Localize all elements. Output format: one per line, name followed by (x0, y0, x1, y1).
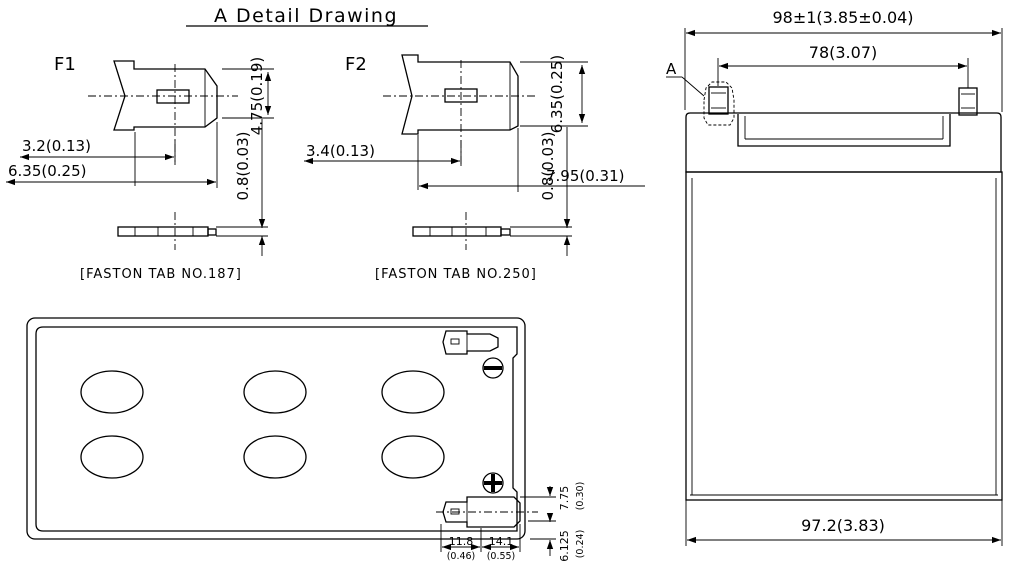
f2-tab-outline (401, 54, 519, 135)
dim-v-lower: 6.125 (558, 530, 571, 562)
vent-cap-2 (243, 370, 307, 414)
f1-caption: [FASTON TAB NO.187] (80, 267, 242, 282)
dim-terminal-left-in: (0.46) (447, 551, 476, 562)
battery-lid (685, 112, 1002, 173)
vent-cap-6 (381, 435, 445, 479)
f2-dim-thickness: 0.8(0.03) (539, 132, 557, 201)
top-view-outer-case (26, 317, 526, 540)
negative-terminal-top (442, 330, 499, 355)
lid-handle-recess (737, 114, 951, 147)
vent-cap-5 (243, 435, 307, 479)
f1-tab-edge-view (117, 226, 209, 237)
positive-polarity-icon (482, 472, 504, 494)
f2-tab-edge-view (412, 226, 502, 237)
f2-dim-length: 7.95(0.31) (546, 167, 625, 185)
f1-dim-width: 3.2(0.13) (22, 137, 91, 155)
f1-tab-hole (156, 89, 190, 104)
vent-cap-3 (381, 370, 445, 414)
f2-dim-width: 3.4(0.13) (306, 142, 375, 160)
dim-v-upper: 7.75 (558, 486, 571, 511)
f1-label: F1 (54, 54, 76, 75)
f1-tab-outline (113, 60, 218, 131)
negative-polarity-bar (484, 366, 502, 370)
f1-dim-length: 6.35(0.25) (8, 162, 87, 180)
f1-dim-thickness: 0.8(0.03) (234, 132, 252, 201)
f1-faston-tab-detail: F1 4.75(0.19) 3.2(0.13) 6.35(0.25) 0.8(0… (6, 54, 274, 282)
dim-terminal-right-in: (0.55) (487, 551, 516, 562)
vent-cap-4 (80, 435, 144, 479)
dim-v-lower-in: (0.24) (575, 530, 586, 559)
f2-dim-height: 6.35(0.25) (548, 55, 566, 134)
f2-faston-tab-detail: F2 6.35(0.25) 3.4(0.13) 7.95(0.31) 0.8(0… (304, 54, 645, 282)
dim-terminal-left: 11.8 (449, 535, 474, 548)
dim-overall-width: 98±1(3.85±0.04) (772, 8, 913, 27)
f1-dim-height: 4.75(0.19) (248, 57, 266, 136)
top-view-inner-lid (35, 326, 518, 532)
right-terminal-side (958, 87, 978, 116)
positive-terminal-top (436, 496, 538, 528)
dim-bottom-width: 97.2(3.83) (801, 516, 885, 535)
detail-a-label: A (666, 60, 677, 78)
left-terminal-side (703, 81, 735, 126)
f2-caption: [FASTON TAB NO.250] (375, 267, 537, 282)
drawing-title: A Detail Drawing (214, 5, 398, 27)
battery-front-view: 98±1(3.85±0.04) 78(3.07) A (666, 8, 1003, 546)
battery-top-view: − + 11.8 (0.46) 14.1 (0.55) 7.75 (0.30) … (26, 317, 586, 562)
dim-terminal-right: 14.1 (489, 535, 514, 548)
battery-body (685, 171, 1003, 501)
negative-polarity-icon (482, 357, 504, 379)
dim-terminal-spacing: 78(3.07) (809, 43, 877, 62)
f2-label: F2 (345, 54, 367, 75)
dim-v-upper-in: (0.30) (575, 482, 586, 511)
vent-cap-1 (80, 370, 144, 414)
